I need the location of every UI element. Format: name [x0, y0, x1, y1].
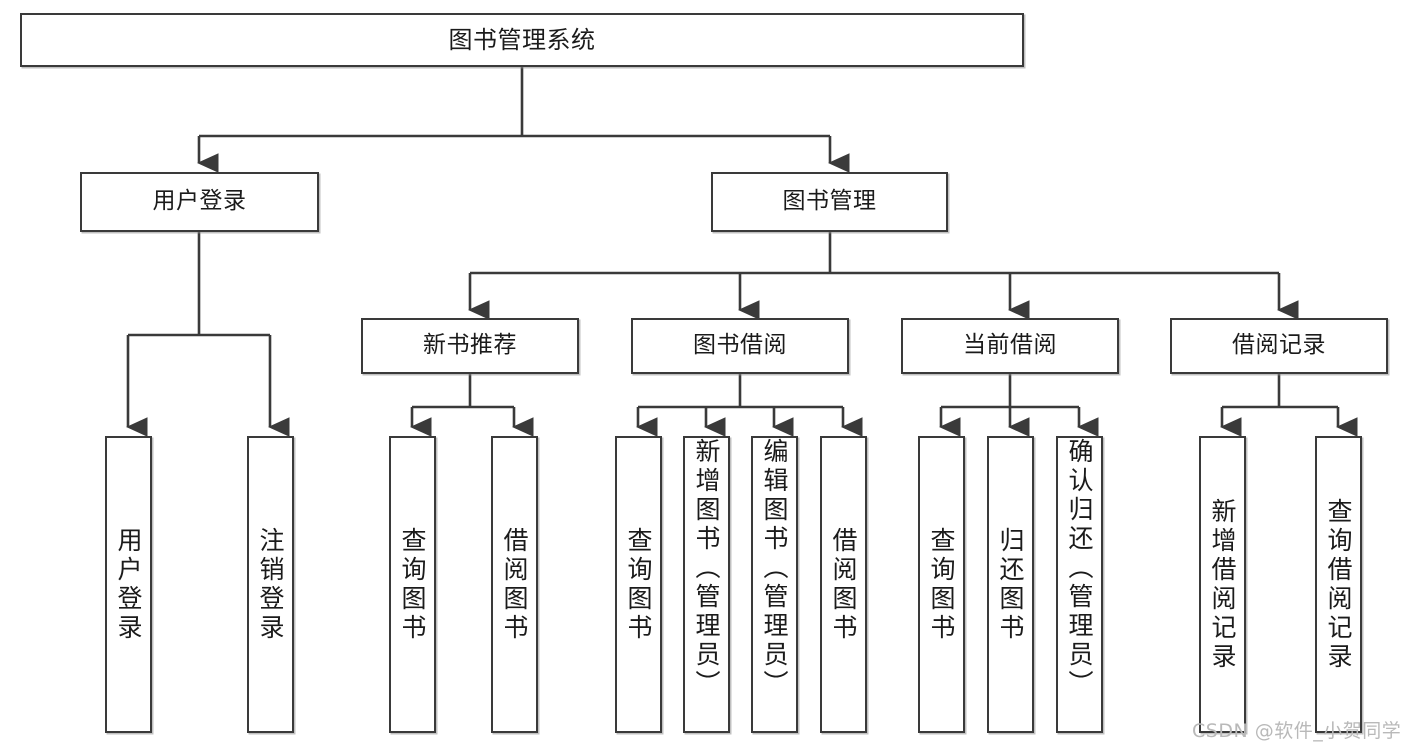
leaf-query-book-borrow[interactable]: 查询图书	[615, 436, 662, 733]
node-label: 图书管理	[782, 188, 877, 215]
node-label: 新书推荐	[423, 332, 517, 359]
leaf-query-book-current[interactable]: 查询图书	[918, 436, 965, 733]
leaf-user-login[interactable]: 用户登录	[105, 436, 152, 733]
node-label: 新增图书（管理员）	[692, 438, 721, 699]
node-label: 查询图书	[624, 526, 653, 643]
node-root-book-management-system[interactable]: 图书管理系统	[20, 13, 1024, 67]
node-current-borrow[interactable]: 当前借阅	[901, 318, 1119, 374]
leaf-return-book[interactable]: 归还图书	[987, 436, 1034, 733]
node-label: 编辑图书（管理员）	[760, 438, 789, 699]
node-label: 查询借阅记录	[1324, 497, 1353, 672]
node-label: 借阅图书	[500, 526, 529, 643]
node-borrow-record[interactable]: 借阅记录	[1170, 318, 1388, 374]
leaf-query-book-recommend[interactable]: 查询图书	[389, 436, 436, 733]
csdn-watermark: CSDN @软件_小贺同学	[1192, 716, 1401, 743]
leaf-edit-book-admin[interactable]: 编辑图书（管理员）	[751, 436, 798, 733]
node-book-management[interactable]: 图书管理	[711, 172, 948, 232]
node-label: 图书借阅	[693, 332, 787, 359]
leaf-add-borrow-record[interactable]: 新增借阅记录	[1199, 436, 1246, 733]
node-label: 用户登录	[152, 188, 247, 215]
node-label: 用户登录	[114, 526, 143, 643]
node-book-borrow[interactable]: 图书借阅	[631, 318, 849, 374]
node-label: 当前借阅	[963, 332, 1057, 359]
leaf-borrow-book-recommend[interactable]: 借阅图书	[491, 436, 538, 733]
leaf-borrow-book[interactable]: 借阅图书	[820, 436, 867, 733]
node-user-login[interactable]: 用户登录	[80, 172, 319, 232]
leaf-query-borrow-record[interactable]: 查询借阅记录	[1315, 436, 1362, 733]
leaf-user-logout[interactable]: 注销登录	[247, 436, 294, 733]
leaf-confirm-return-admin[interactable]: 确认归还（管理员）	[1056, 436, 1103, 733]
node-label: 借阅记录	[1232, 332, 1326, 359]
watermark-text: CSDN @软件_小贺同学	[1192, 720, 1402, 742]
node-label: 注销登录	[256, 526, 285, 643]
node-label: 查询图书	[398, 526, 427, 643]
node-label: 图书管理系统	[448, 25, 596, 54]
node-label: 新增借阅记录	[1208, 497, 1237, 672]
node-label: 借阅图书	[829, 526, 858, 643]
node-new-book-recommend[interactable]: 新书推荐	[361, 318, 579, 374]
node-label: 查询图书	[927, 526, 956, 643]
leaf-add-book-admin[interactable]: 新增图书（管理员）	[683, 436, 730, 733]
node-label: 确认归还（管理员）	[1065, 438, 1094, 699]
node-label: 归还图书	[996, 526, 1025, 643]
